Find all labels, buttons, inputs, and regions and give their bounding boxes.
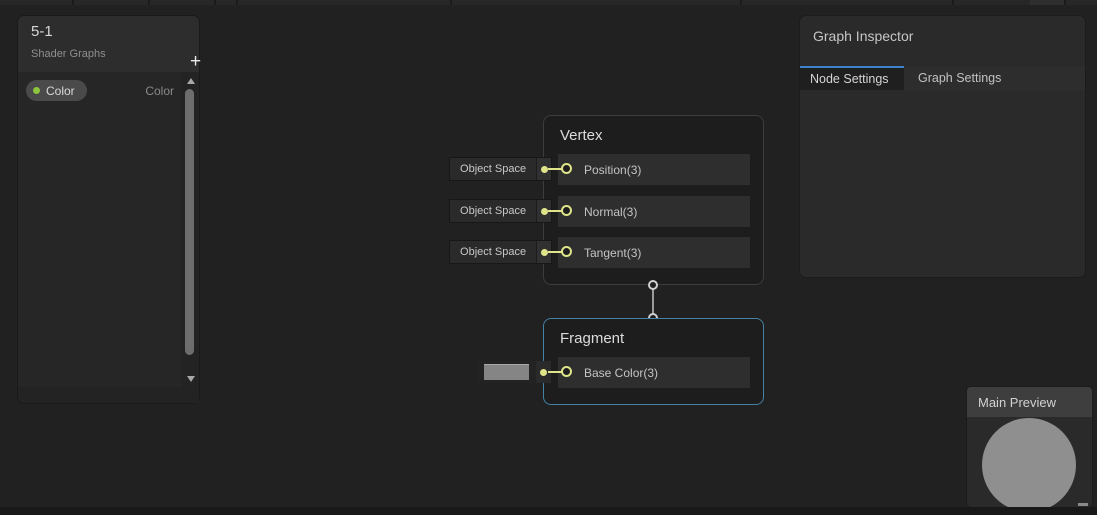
vertex-node[interactable]: Vertex Position(3) Normal(3) Tangent(3): [543, 115, 764, 285]
vertical-scrollbar[interactable]: [182, 72, 199, 403]
tab-separator: [1064, 0, 1066, 5]
port-label: Position(3): [584, 162, 642, 177]
tab-separator: [952, 0, 954, 5]
space-dropdown-label: Object Space: [460, 163, 527, 175]
base-color-port-icon[interactable]: [561, 366, 572, 377]
main-preview-header[interactable]: Main Preview: [967, 387, 1092, 417]
fragment-row-base-color[interactable]: Base Color(3): [558, 357, 750, 388]
edge-endpoint-icon[interactable]: [648, 280, 658, 290]
fragment-node[interactable]: Fragment Base Color(3): [543, 318, 764, 405]
vertex-row-tangent[interactable]: Tangent(3): [558, 237, 750, 268]
graph-inspector-panel: Graph Inspector Node Settings Graph Sett…: [800, 16, 1085, 277]
scroll-up-icon[interactable]: [187, 78, 195, 84]
vertex-row-position[interactable]: Position(3): [558, 154, 750, 185]
blackboard-panel: 5-1 Shader Graphs + Color Color: [18, 16, 202, 403]
scroll-down-icon[interactable]: [187, 376, 195, 382]
base-color-swatch[interactable]: [484, 364, 529, 380]
edge-normal: [548, 210, 566, 212]
tab-separator: [450, 0, 452, 5]
position-space-dropdown[interactable]: Object Space: [450, 158, 551, 180]
base-color-swatch-frame[interactable]: [477, 361, 536, 383]
tab-label: Graph Settings: [918, 71, 1002, 85]
normal-space-dropdown[interactable]: Object Space: [450, 200, 551, 222]
property-type-label: Color: [145, 84, 174, 98]
position-port-icon[interactable]: [561, 163, 572, 174]
tab-separator: [214, 0, 216, 5]
normal-port-icon[interactable]: [561, 205, 572, 216]
connector-dot-icon: [536, 241, 551, 263]
tab-node-settings[interactable]: Node Settings: [800, 66, 904, 90]
tab-label: Node Settings: [810, 72, 889, 86]
tab-separator: [740, 0, 742, 5]
edge-base-color: [548, 371, 566, 373]
port-label: Tangent(3): [584, 245, 642, 260]
graph-inspector-title: Graph Inspector: [813, 28, 914, 44]
tab-separator: [236, 0, 238, 5]
space-dropdown-label: Object Space: [460, 246, 527, 258]
main-preview-panel: Main Preview: [967, 387, 1092, 507]
tab-separator: [148, 0, 150, 5]
bottom-strip: [0, 507, 1097, 515]
resize-handle[interactable]: [1078, 503, 1088, 506]
inspector-tab-strip: Node Settings Graph Settings: [800, 66, 1085, 90]
port-label: Base Color(3): [584, 365, 659, 380]
add-property-button[interactable]: +: [190, 51, 202, 72]
fragment-node-title: Fragment: [560, 330, 625, 347]
space-dropdown-label: Object Space: [460, 205, 527, 217]
vertex-fragment-edge: [652, 289, 654, 315]
port-label: Normal(3): [584, 204, 638, 219]
exposed-dot-icon: [33, 87, 40, 94]
blackboard-title: 5-1: [31, 23, 53, 40]
edge-position: [548, 168, 566, 170]
main-preview-title: Main Preview: [978, 394, 1057, 410]
connector-dot-icon: [536, 158, 551, 180]
preview-sphere[interactable]: [982, 418, 1076, 507]
top-tab-strip: [0, 0, 1097, 5]
property-pill-color[interactable]: Color: [26, 80, 87, 101]
connector-dot-icon: [536, 361, 551, 383]
property-pill-label: Color: [46, 83, 75, 98]
tab-graph-settings[interactable]: Graph Settings: [904, 66, 1001, 90]
tab-highlight: [1030, 0, 1064, 5]
blackboard-subtitle: Shader Graphs: [31, 48, 106, 60]
tab-separator: [72, 0, 74, 5]
connector-dot-icon: [536, 200, 551, 222]
tangent-port-icon[interactable]: [561, 246, 572, 257]
edge-tangent: [548, 251, 566, 253]
blackboard-header[interactable]: 5-1 Shader Graphs +: [18, 16, 202, 72]
vertical-scrollbar-thumb[interactable]: [185, 89, 194, 355]
vertex-node-title: Vertex: [560, 127, 603, 144]
tangent-space-dropdown[interactable]: Object Space: [450, 241, 551, 263]
horizontal-scrollbar[interactable]: [18, 387, 199, 403]
vertex-row-normal[interactable]: Normal(3): [558, 196, 750, 227]
